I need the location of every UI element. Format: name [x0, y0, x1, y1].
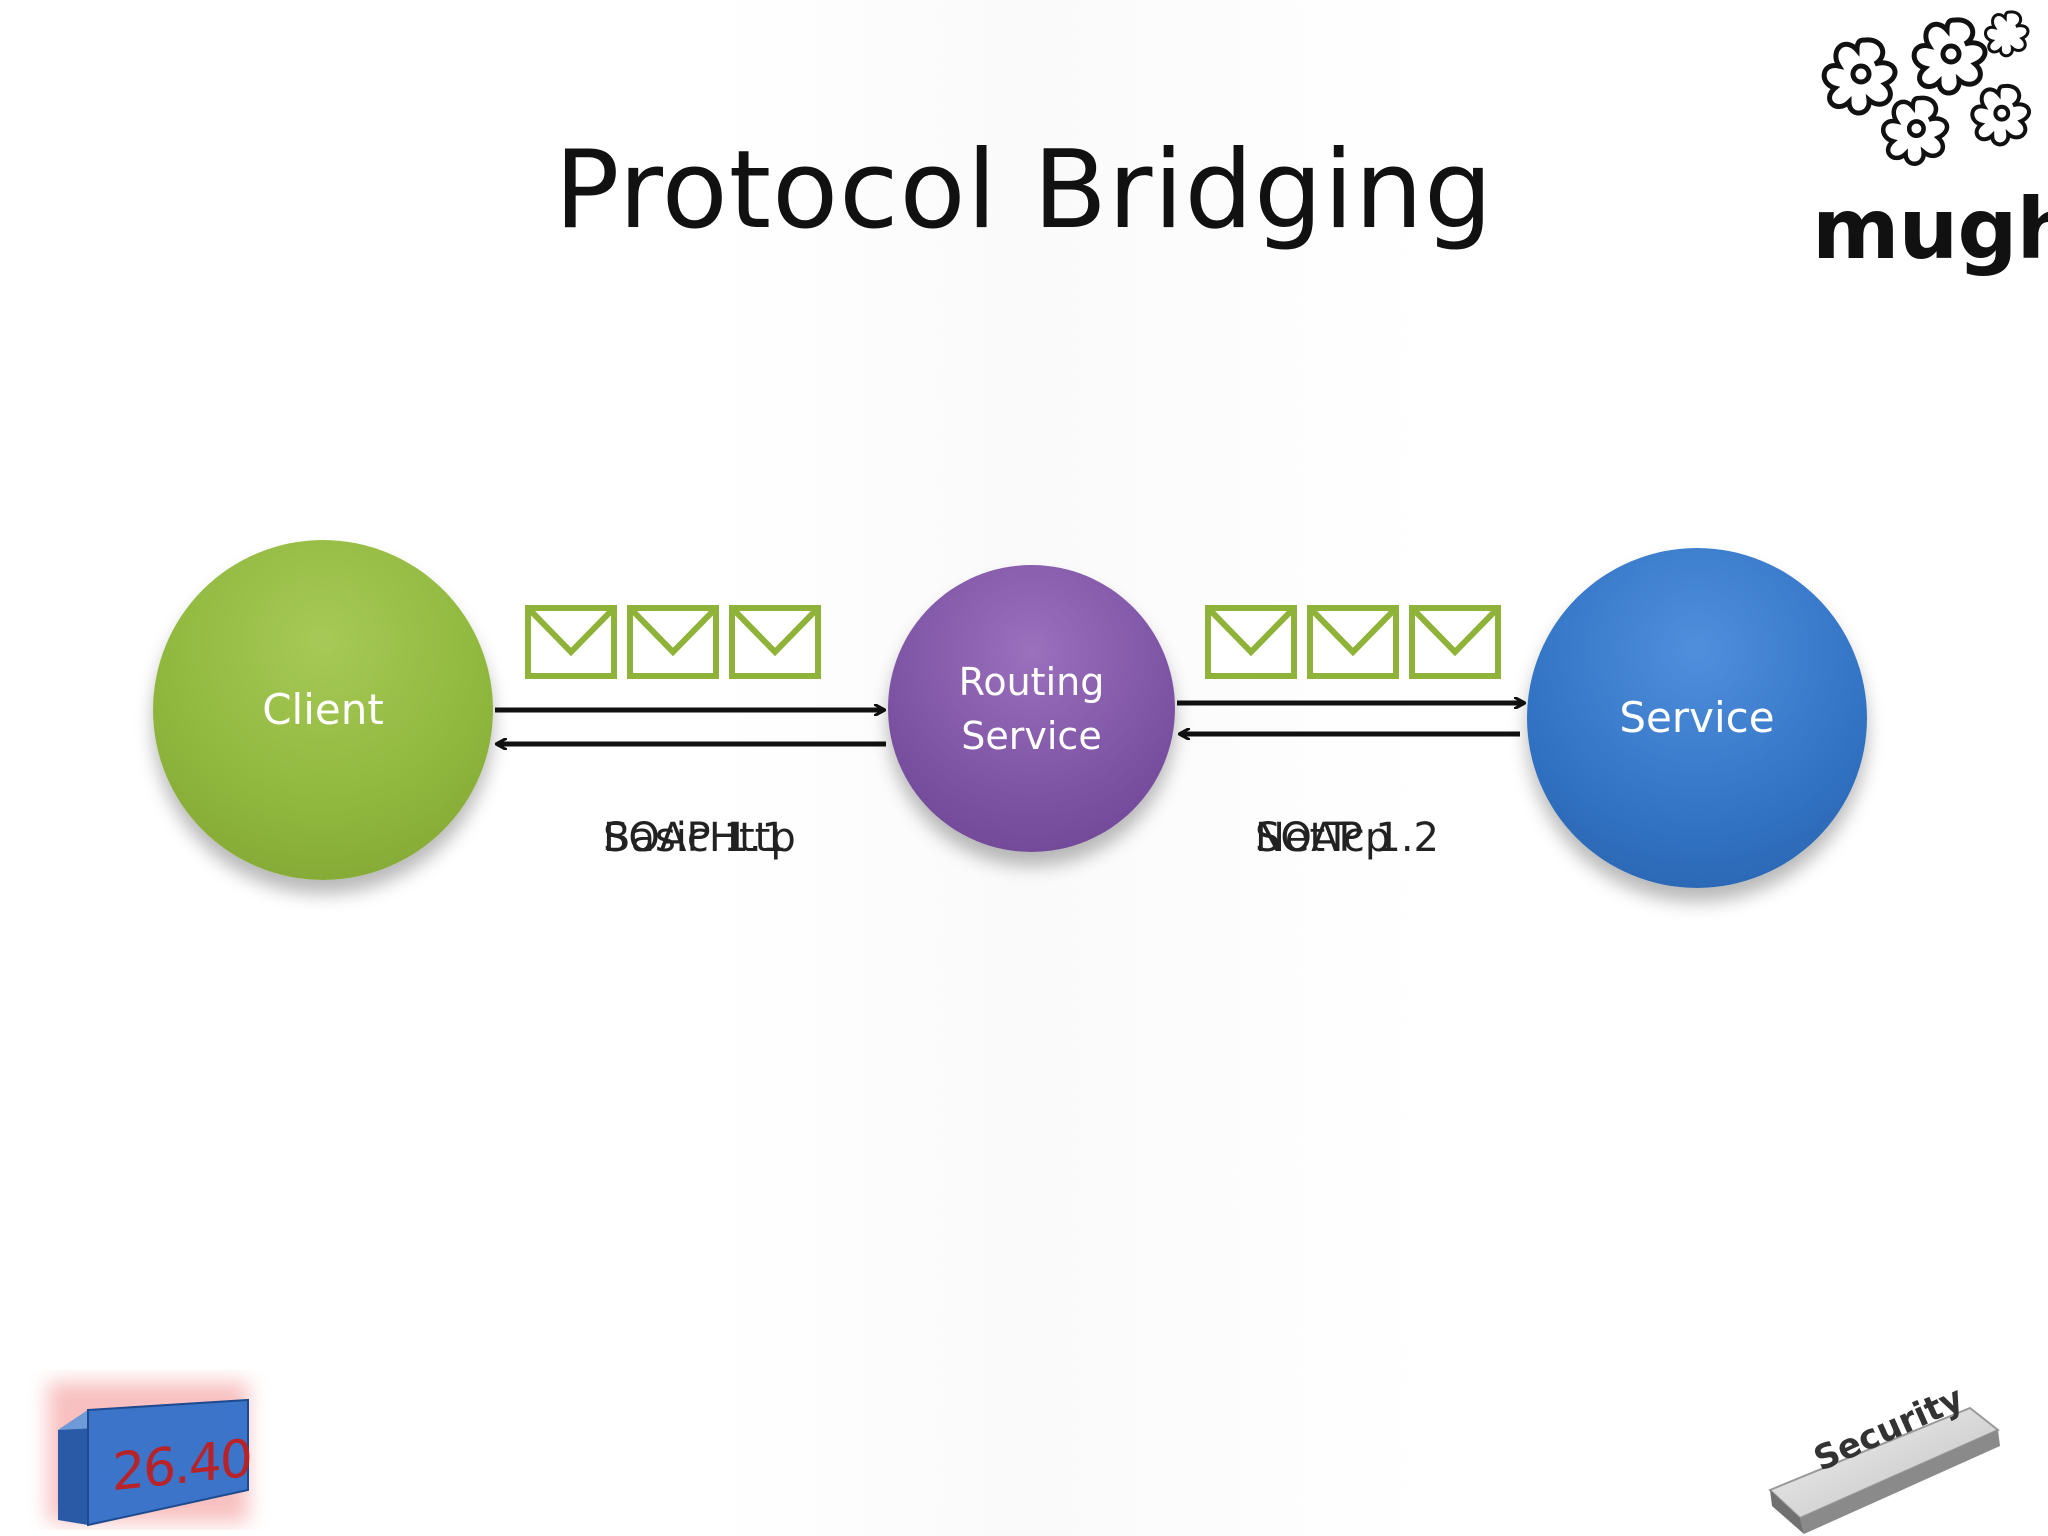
left-protocol-1: SOAP 1.1 [603, 815, 787, 861]
envelope-icon [1205, 605, 1297, 679]
envelope-icon [1307, 605, 1399, 679]
envelope-icon [627, 605, 719, 679]
envelope-icon [729, 605, 821, 679]
node-client: Client [153, 540, 493, 880]
logo-text: mugh [1812, 180, 2048, 278]
envelope-icon [1409, 605, 1501, 679]
right-protocol-1: SOAP 1.2 [1255, 815, 1439, 861]
right-protocol-2: NetTcp [1255, 815, 1391, 861]
node-client-label: Client [262, 685, 384, 734]
node-service-label: Service [1619, 693, 1775, 742]
envelope-icon [525, 605, 617, 679]
left-protocol-2: BasicHttp [603, 815, 796, 861]
security-key-icon [1768, 1406, 2000, 1534]
node-service: Service [1527, 548, 1867, 888]
flower-cluster-logo [1821, 10, 2031, 166]
timer-box [48, 1382, 249, 1527]
slide-title: Protocol Bridging [554, 128, 1494, 253]
node-routing-label: Routing Service [958, 659, 1105, 758]
node-routing-service: Routing Service [888, 565, 1175, 852]
